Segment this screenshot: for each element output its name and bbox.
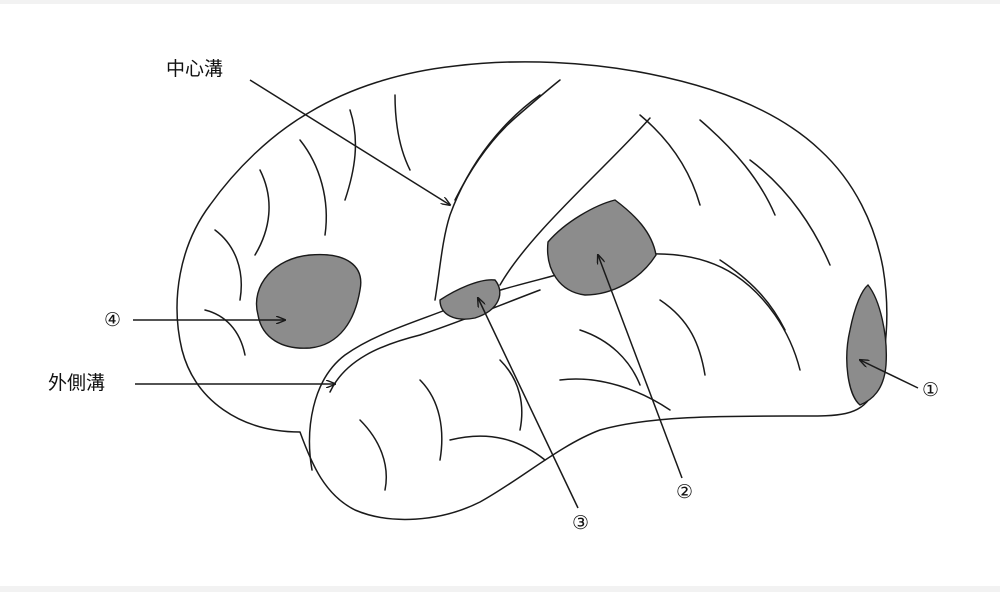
- area-4-label: ④: [104, 309, 122, 331]
- gyrus-line: [299, 139, 328, 236]
- central-sulcus-line: [454, 79, 561, 201]
- central-sulcus-arrow: [249, 79, 450, 205]
- gyrus-line: [394, 94, 411, 171]
- area-3-label: ③: [572, 512, 590, 534]
- gyrus-line: [419, 379, 443, 461]
- gyrus-line: [499, 359, 523, 431]
- area-2-label: ②: [676, 481, 694, 503]
- temporal-lobe-outline: [308, 253, 801, 471]
- area-4-region: [255, 253, 362, 349]
- postcentral-sulcus-line: [499, 117, 651, 286]
- brain-outline: [176, 61, 888, 521]
- area-2-arrow: [598, 255, 683, 479]
- gyrus-line: [719, 259, 786, 331]
- area-1-arrow: [860, 360, 919, 389]
- central-sulcus-label: 中心溝: [166, 58, 224, 80]
- gyrus-line: [204, 309, 246, 356]
- gyrus-line: [359, 419, 387, 491]
- gyrus-line: [579, 329, 641, 386]
- lateral-sulcus-label: 外側溝: [48, 372, 106, 394]
- gyrus-line: [639, 114, 701, 206]
- area-1-region: [846, 284, 888, 406]
- gyrus-line: [449, 435, 546, 461]
- precentral-sulcus-line: [434, 94, 541, 301]
- gyrus-line: [749, 159, 831, 266]
- area-3-region: [439, 279, 501, 320]
- gyrus-line: [254, 169, 270, 256]
- gyrus-line: [214, 229, 242, 301]
- gyrus-line: [699, 119, 776, 216]
- lateral-sulcus-line: [329, 289, 541, 393]
- gyrus-line: [344, 109, 357, 201]
- gyrus-line: [659, 299, 706, 376]
- area-2-region: [546, 199, 657, 296]
- area-1-label: ①: [922, 379, 940, 401]
- gyrus-line: [559, 378, 671, 411]
- area-3-arrow: [478, 298, 579, 509]
